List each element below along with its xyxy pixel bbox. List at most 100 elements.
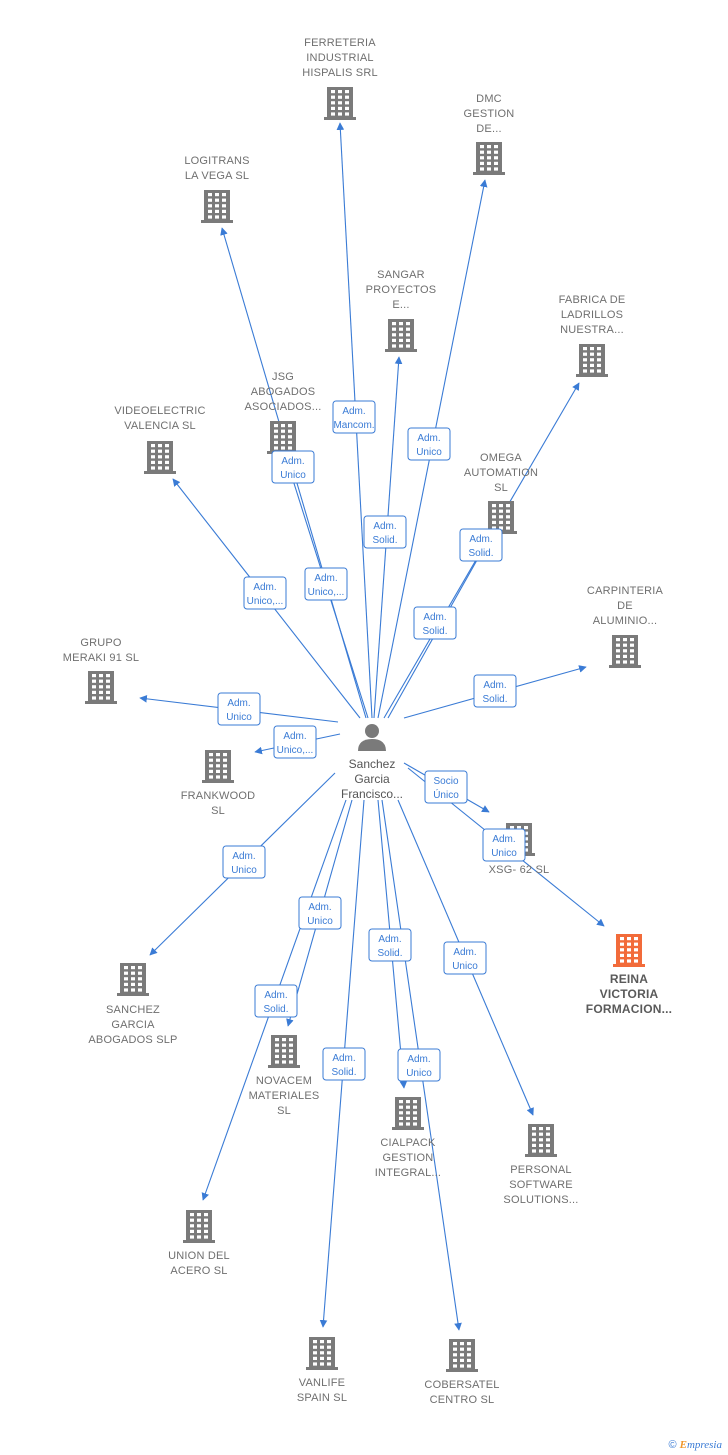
svg-text:ABOGADOS SLP: ABOGADOS SLP [88, 1034, 177, 1046]
company-node-sangar[interactable]: SANGARPROYECTOSE... [366, 269, 437, 352]
building-icon[interactable] [613, 934, 645, 967]
svg-text:Adm.: Adm. [407, 1054, 430, 1065]
edge-label-grupo[interactable]: Adm.Unico [217, 692, 261, 726]
edge-label-frankwood[interactable]: Adm. Unico,... [273, 725, 317, 759]
svg-text:Adm.: Adm. [378, 934, 401, 945]
svg-text:SOLUTIONS...: SOLUTIONS... [503, 1194, 578, 1206]
building-icon[interactable] [306, 1337, 338, 1370]
company-node-personal[interactable]: PERSONALSOFTWARESOLUTIONS... [503, 1124, 578, 1206]
edge-label-cobersatel[interactable]: Adm.Unico [397, 1048, 441, 1082]
svg-text:ABOGADOS: ABOGADOS [251, 386, 316, 398]
building-icon[interactable] [324, 87, 356, 120]
svg-text:JSG: JSG [272, 371, 294, 383]
company-node-reina[interactable]: REINAVICTORIAFORMACION... [586, 934, 672, 1016]
company-label-cialpack: CIALPACKGESTIONINTEGRAL... [375, 1137, 441, 1179]
svg-text:Unico: Unico [416, 447, 442, 458]
building-icon[interactable] [446, 1339, 478, 1372]
building-icon[interactable] [385, 319, 417, 352]
company-label-xsg: XSG- 62 SL [489, 864, 550, 876]
company-node-fabrica[interactable]: FABRICA DELADRILLOSNUESTRA... [559, 294, 626, 377]
company-label-carpinteria: CARPINTERIADEALUMINIO... [587, 585, 663, 627]
edge-label-novacem[interactable]: Adm.Unico [298, 896, 342, 930]
svg-text:Solid.: Solid. [377, 948, 402, 959]
company-node-carpinteria[interactable]: CARPINTERIADEALUMINIO... [587, 585, 664, 668]
building-icon[interactable] [268, 1035, 300, 1068]
company-node-dmc[interactable]: DMCGESTIONDE... [464, 93, 515, 175]
edge-label-personal[interactable]: Adm.Unico [443, 941, 487, 975]
building-icon[interactable] [267, 421, 299, 454]
edge-label-vanlife[interactable]: Adm.Solid. [322, 1047, 366, 1081]
building-icon[interactable] [392, 1097, 424, 1130]
edge-label-reina[interactable]: Adm.Unico [482, 828, 526, 862]
svg-text:GRUPO: GRUPO [80, 637, 122, 649]
svg-text:Adm.: Adm. [283, 731, 306, 742]
building-icon[interactable] [85, 671, 117, 704]
svg-text:Unico: Unico [226, 712, 252, 723]
edge-label-sangar[interactable]: Adm. Solid. [363, 515, 407, 549]
building-icon[interactable] [473, 142, 505, 175]
building-icon[interactable] [609, 635, 641, 668]
edge-label-fabrica[interactable]: Adm.Solid. [459, 528, 503, 562]
svg-text:Adm.: Adm. [332, 1053, 355, 1064]
svg-text:Adm.: Adm. [314, 573, 337, 584]
svg-text:VALENCIA SL: VALENCIA SL [124, 420, 196, 432]
edge-label-carpinteria[interactable]: Adm.Solid. [473, 674, 517, 708]
brand-logo[interactable]: Empresia [679, 1439, 722, 1451]
svg-text:Adm.: Adm. [492, 834, 515, 845]
svg-text:SL: SL [211, 805, 225, 817]
edge-label-dmc[interactable]: Adm. Unico [407, 427, 451, 461]
building-icon[interactable] [117, 963, 149, 996]
svg-text:INDUSTRIAL: INDUSTRIAL [306, 52, 373, 64]
svg-text:ASOCIADOS...: ASOCIADOS... [245, 401, 322, 413]
person-node[interactable]: SanchezGarciaFrancisco... [341, 724, 403, 801]
svg-text:Francisco...: Francisco... [341, 787, 403, 801]
svg-text:PROYECTOS: PROYECTOS [366, 284, 437, 296]
building-icon[interactable] [144, 441, 176, 474]
person-icon [358, 724, 386, 751]
edge-label-omega[interactable]: Adm.Solid. [413, 606, 457, 640]
svg-text:FABRICA DE: FABRICA DE [559, 294, 626, 306]
svg-text:Solid.: Solid. [372, 535, 397, 546]
svg-text:FORMACION...: FORMACION... [586, 1002, 672, 1016]
building-icon[interactable] [201, 190, 233, 223]
edge-label-logitrans[interactable]: Adm.Unico [271, 450, 315, 484]
svg-text:LA VEGA SL: LA VEGA SL [185, 170, 249, 182]
company-node-jsg[interactable]: JSG ABOGADOS ASOCIADOS... [245, 371, 322, 454]
svg-text:Adm.: Adm. [373, 521, 396, 532]
edge-label-sanchezgarcia[interactable]: Adm.Unico [222, 845, 266, 879]
svg-text:Adm.: Adm. [342, 406, 365, 417]
building-icon[interactable] [525, 1124, 557, 1157]
svg-text:NOVACEM: NOVACEM [256, 1075, 312, 1087]
edge-label-cialpack[interactable]: Adm. Solid. [368, 928, 412, 962]
svg-text:LADRILLOS: LADRILLOS [561, 309, 623, 321]
edge-label-ferreteria[interactable]: Adm.Mancom. [332, 400, 376, 434]
building-icon[interactable] [202, 750, 234, 783]
svg-text:Adm.: Adm. [308, 902, 331, 913]
edge-label-union[interactable]: Adm.Solid. [254, 984, 298, 1018]
svg-text:Garcia: Garcia [354, 772, 390, 786]
building-icon[interactable] [183, 1210, 215, 1243]
company-node-cialpack[interactable]: CIALPACKGESTIONINTEGRAL... [375, 1097, 441, 1179]
building-icon[interactable] [576, 344, 608, 377]
svg-text:INTEGRAL...: INTEGRAL... [375, 1167, 441, 1179]
svg-text:Unico,...: Unico,... [277, 745, 314, 756]
edge-label-jsg[interactable]: Adm.Unico,... [304, 567, 348, 601]
svg-text:Sanchez: Sanchez [349, 757, 396, 771]
edge-label-videoelectric[interactable]: Adm.Unico,... [243, 576, 287, 610]
svg-text:Unico: Unico [452, 961, 478, 972]
svg-text:Adm.: Adm. [417, 433, 440, 444]
